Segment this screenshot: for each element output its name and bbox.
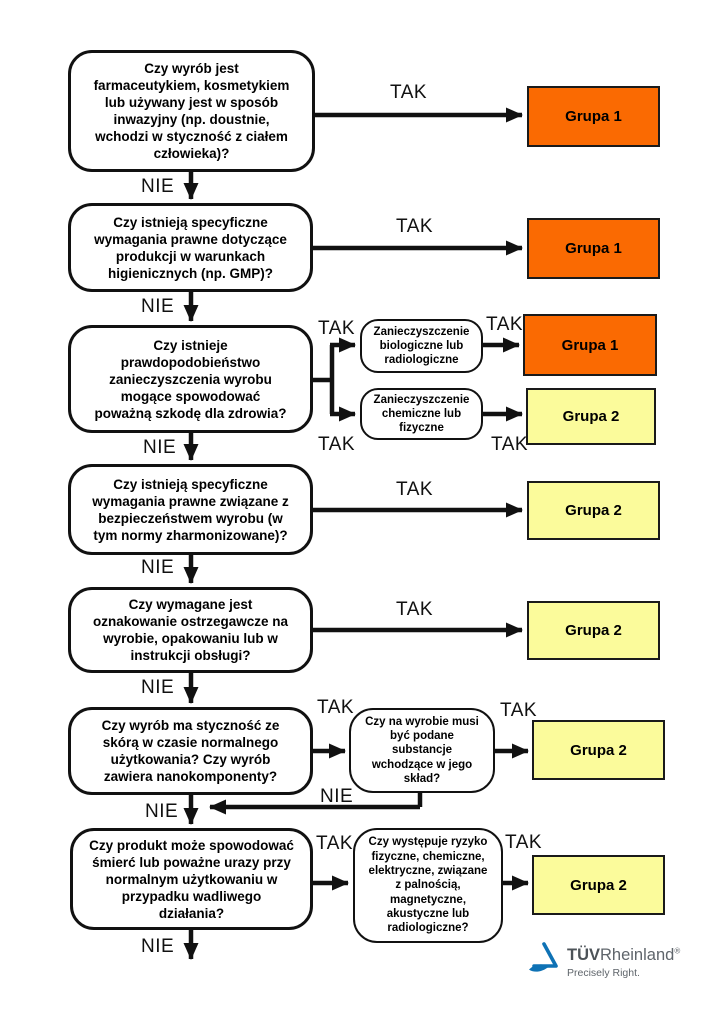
nie-label-row3: NIE	[143, 437, 177, 458]
tak-label-row3-branch-bottom-right: TAK	[491, 434, 529, 455]
result-box-grupa2-row6: Grupa 2	[532, 720, 665, 780]
question-box-7: Czy produkt może spowodować śmierć lub p…	[70, 828, 313, 930]
nie-label-row6-return: NIE	[320, 786, 354, 807]
result-box-grupa1-row2: Grupa 1	[527, 218, 660, 279]
nie-label-row2: NIE	[141, 296, 175, 317]
tak-label-row6-left: TAK	[317, 697, 355, 718]
tuv-rheinland-logo: TÜVRheinland® Precisely Right.	[528, 941, 680, 980]
nie-label-row4: NIE	[141, 557, 175, 578]
result-box-grupa1-row1: Grupa 1	[527, 86, 660, 147]
result-box-grupa2-row3: Grupa 2	[526, 388, 656, 445]
question-box-1: Czy wyrób jest farmaceutykiem, kosmetyki…	[68, 50, 315, 172]
tuv-tagline: Precisely Right.	[567, 966, 640, 979]
nie-label-row7: NIE	[141, 936, 175, 957]
tak-label-row7-left: TAK	[316, 833, 354, 854]
tak-label-row4: TAK	[396, 479, 434, 500]
connector-group	[183, 107, 529, 960]
rheinland-text: Rheinland	[600, 945, 675, 964]
nie-label-row1: NIE	[141, 176, 175, 197]
tak-label-row7-right: TAK	[505, 832, 543, 853]
result-box-grupa2-row5: Grupa 2	[527, 601, 660, 660]
tuv-text: TÜV	[567, 945, 600, 964]
nie-label-row5: NIE	[141, 677, 175, 698]
tak-label-row6-right: TAK	[500, 700, 538, 721]
question-box-5: Czy wymagane jest oznakowanie ostrzegawc…	[68, 587, 313, 673]
tak-label-row5: TAK	[396, 599, 434, 620]
subquestion-box-substances: Czy na wyrobie musi być podane substancj…	[349, 708, 495, 793]
tak-label-row3-branch-top-right: TAK	[486, 314, 524, 335]
subquestion-box-contamination-chem: Zanieczyszczenie chemiczne lub fizyczne	[360, 388, 483, 440]
question-box-4: Czy istnieją specyficzne wymagania prawn…	[68, 464, 313, 555]
tak-label-row2: TAK	[396, 216, 434, 237]
result-box-grupa2-row7: Grupa 2	[532, 855, 665, 915]
tuv-brand-text: TÜVRheinland®	[567, 946, 680, 964]
registered-mark: ®	[674, 946, 681, 955]
subquestion-box-risks: Czy występuje ryzyko fizyczne, chemiczne…	[353, 828, 503, 943]
question-box-6: Czy wyrób ma styczność ze skórą w czasie…	[68, 707, 313, 795]
tuv-triangle-icon	[528, 941, 560, 980]
question-box-2: Czy istnieją specyficzne wymagania prawn…	[68, 203, 313, 292]
tak-label-row1: TAK	[390, 82, 428, 103]
result-box-grupa2-row4: Grupa 2	[527, 481, 660, 540]
tak-label-row3-branch-top-left: TAK	[318, 318, 356, 339]
tak-label-row3-branch-bottom-left: TAK	[318, 434, 356, 455]
question-box-3: Czy istnieje prawdopodobieństwo zanieczy…	[68, 325, 313, 433]
nie-label-row6: NIE	[145, 801, 179, 822]
subquestion-box-contamination-bio: Zanieczyszczenie biologiczne lub radiolo…	[360, 319, 483, 373]
result-box-grupa1-row3: Grupa 1	[523, 314, 657, 376]
